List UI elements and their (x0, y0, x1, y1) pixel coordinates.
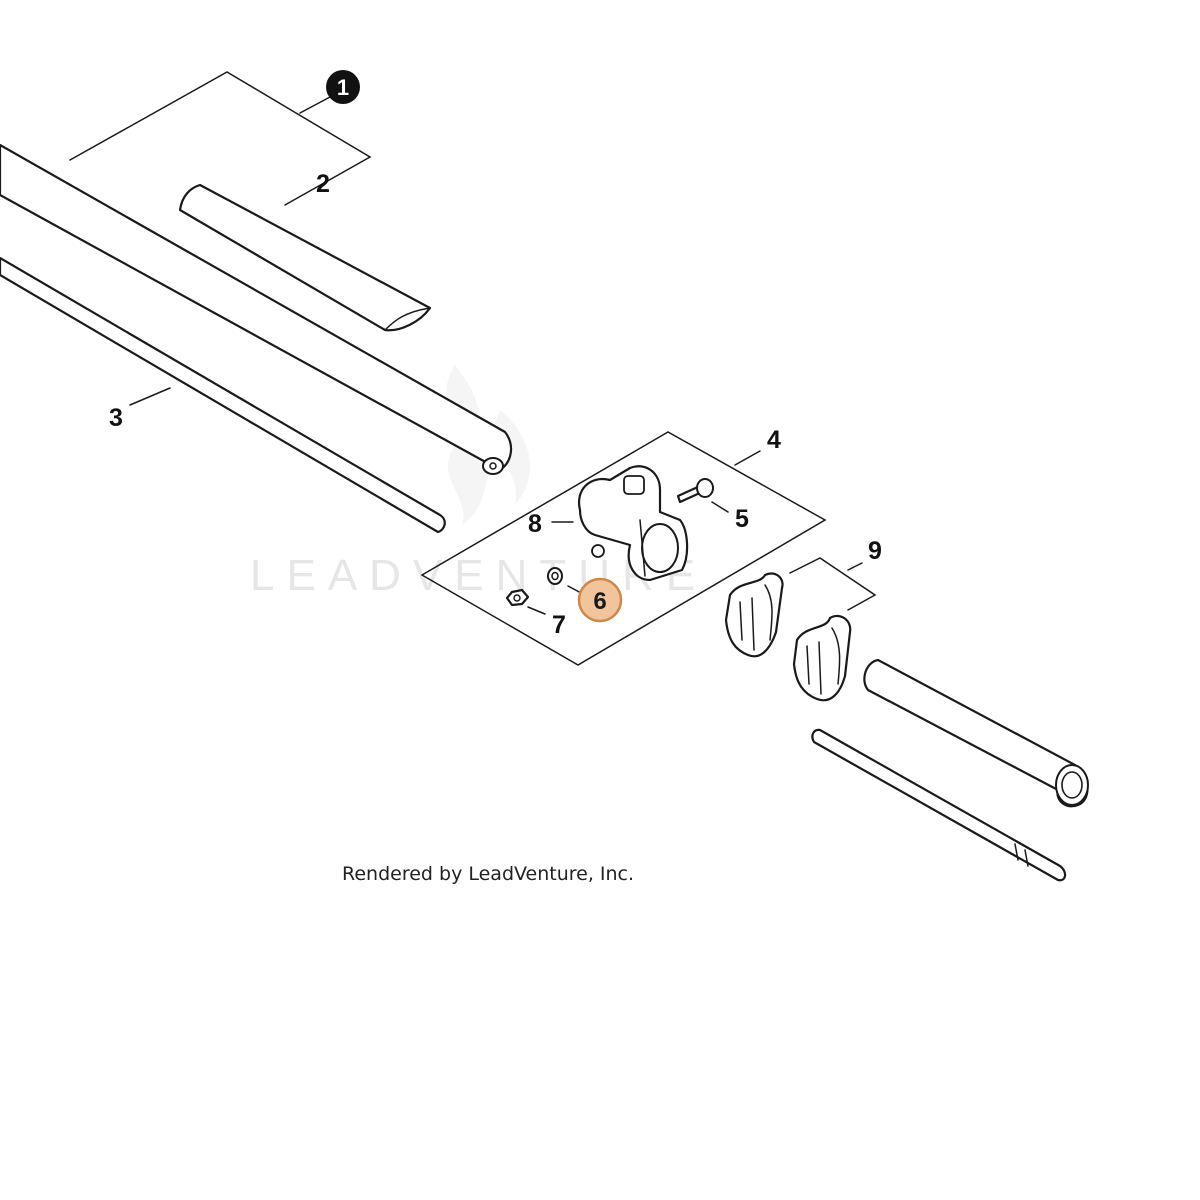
callout-6-highlight[interactable]: 6 (577, 577, 623, 623)
callout-7-label[interactable]: 7 (552, 611, 566, 639)
part-5-bolt[interactable] (676, 478, 729, 513)
part-7-nut[interactable] (505, 588, 546, 615)
callout-8-label[interactable]: 8 (528, 510, 542, 538)
part-6-washer[interactable] (547, 567, 584, 595)
callout-4-label[interactable]: 4 (767, 426, 781, 454)
callout-3-label[interactable]: 3 (109, 404, 123, 432)
part-8-clamp[interactable] (577, 465, 689, 582)
callout-9-label[interactable]: 9 (868, 537, 882, 565)
part-3-shaft[interactable] (0, 256, 446, 534)
svg-text:6: 6 (593, 588, 606, 615)
part-lower-shaft[interactable] (811, 728, 1067, 882)
callout-9-bracket (789, 557, 877, 611)
part-lower-tube[interactable] (863, 658, 1089, 808)
callout-5-label[interactable]: 5 (735, 505, 749, 533)
svg-text:1: 1 (337, 75, 349, 100)
callout-4-kit-plate (420, 431, 827, 666)
part-main-tube[interactable] (0, 143, 513, 475)
callout-1-bracket (69, 71, 372, 206)
callout-2-label[interactable]: 2 (316, 170, 330, 198)
callout-1[interactable]: 1 (326, 70, 360, 104)
part-9-clip-a[interactable] (724, 572, 784, 658)
part-2-cover[interactable] (178, 183, 432, 332)
part-9-clip-b[interactable] (792, 614, 852, 702)
footer-credit: Rendered by LeadVenture, Inc. (342, 863, 635, 885)
watermark-text: LEADVENTURE (250, 551, 707, 600)
